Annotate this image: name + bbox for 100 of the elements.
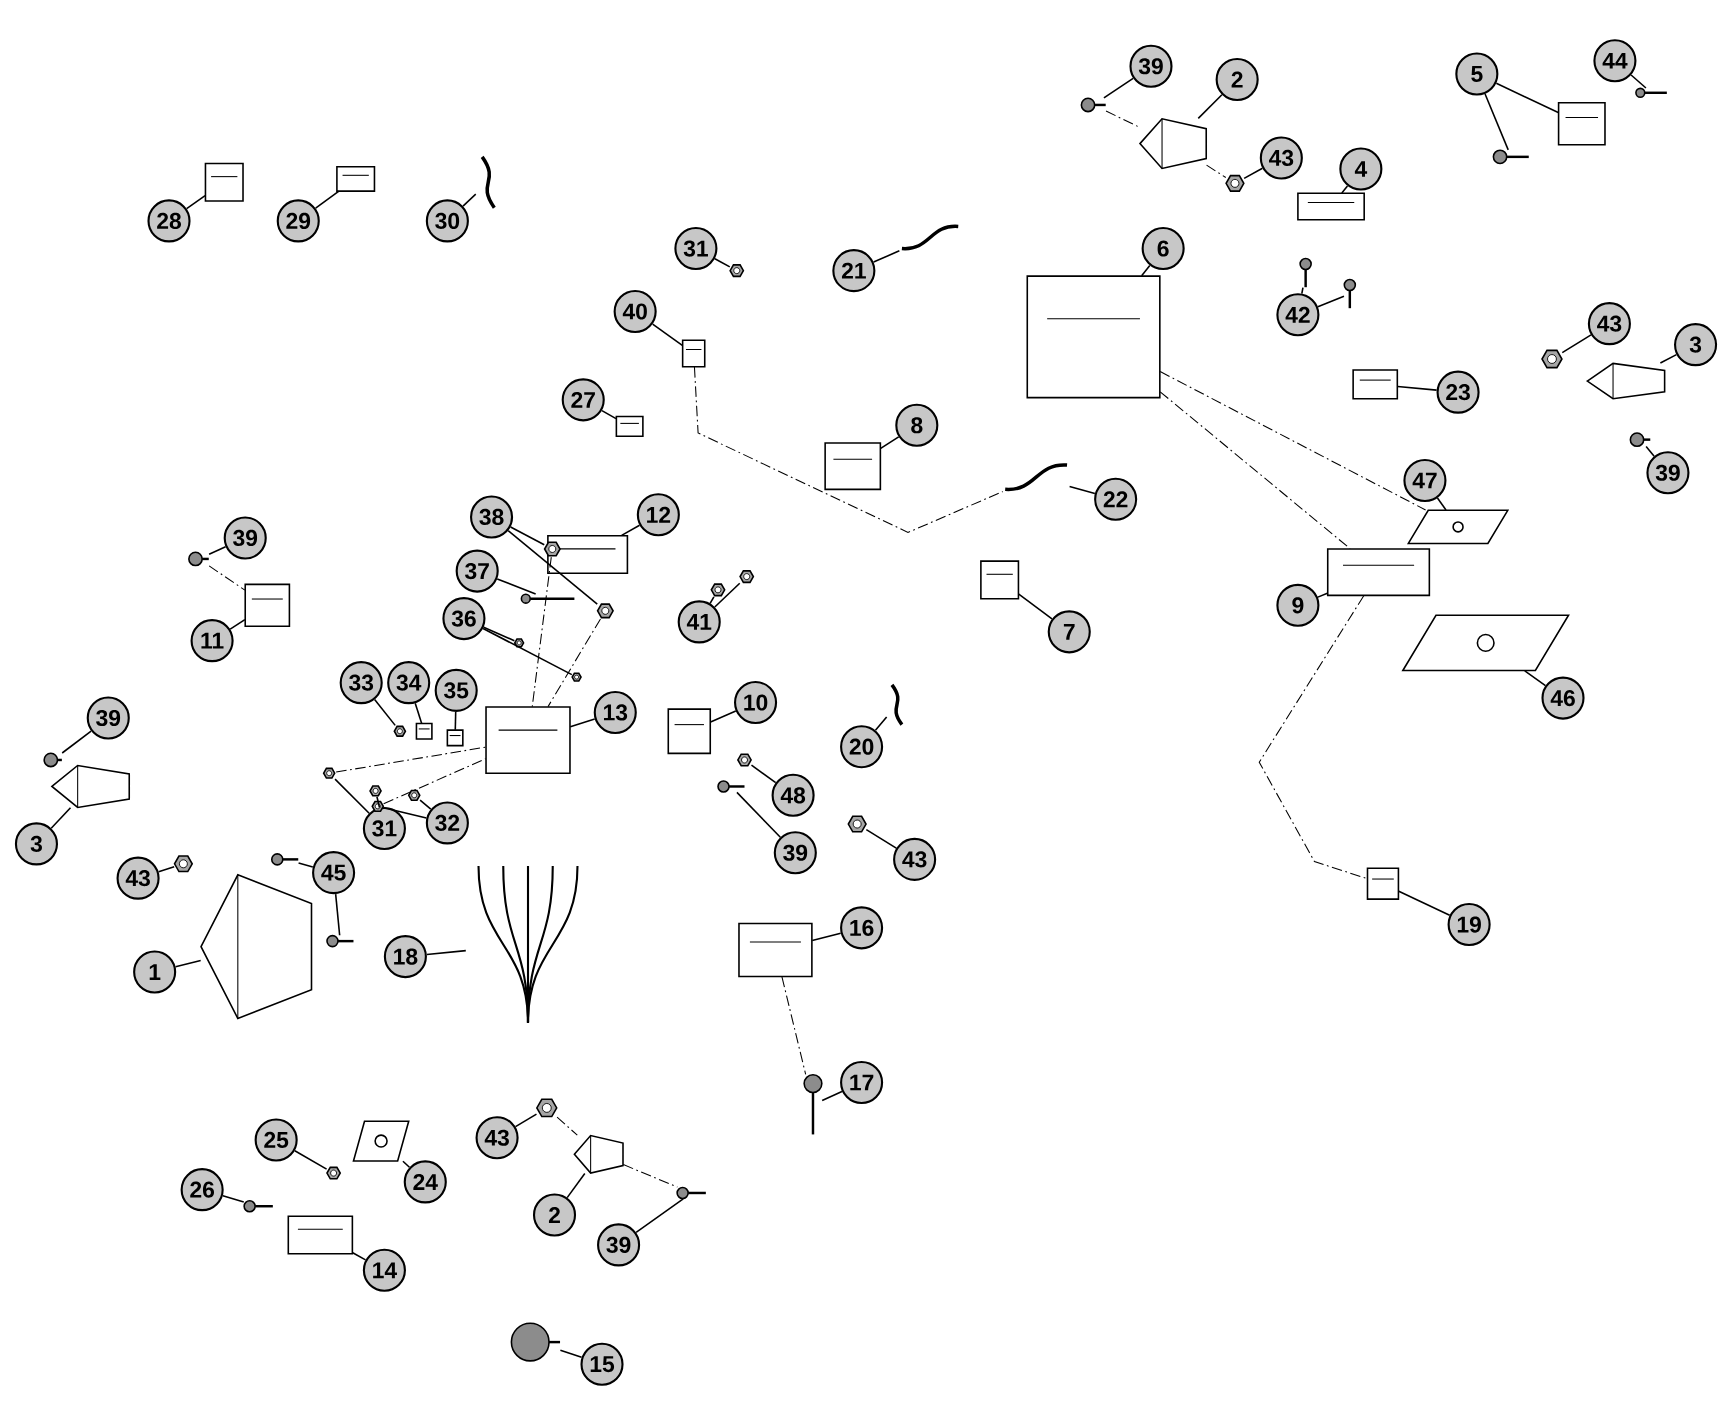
- leader-line: [50, 806, 72, 829]
- callout-number: 3: [1674, 322, 1718, 366]
- callout-number: 29: [276, 199, 320, 243]
- callout-number: 26: [180, 1167, 224, 1211]
- leader-line: [419, 799, 432, 810]
- leader-line: [865, 828, 898, 849]
- callout-number: 25: [254, 1118, 298, 1162]
- part-drawing: [901, 224, 959, 251]
- part-drawing: [980, 560, 1020, 600]
- leader-line: [874, 715, 888, 731]
- part-drawing: [615, 415, 644, 437]
- leader-line: [382, 806, 428, 819]
- callout-number: 16: [840, 906, 884, 950]
- callout-number: 44: [1593, 39, 1637, 83]
- leader-line: [709, 595, 715, 604]
- part-drawing: [326, 934, 354, 948]
- leader-line: [351, 1251, 367, 1261]
- leader-line: [507, 529, 599, 605]
- callout-number: 2: [532, 1193, 577, 1237]
- leader-line: [1317, 295, 1345, 308]
- leader-line: [1103, 77, 1134, 99]
- part-drawing: [1635, 87, 1667, 98]
- part-drawing: [1026, 275, 1161, 399]
- callout-number: 2: [1215, 57, 1259, 101]
- callout-number: 19: [1447, 902, 1491, 946]
- leader-line: [1317, 592, 1329, 598]
- callout-number: 43: [475, 1115, 519, 1160]
- part-drawing: [890, 683, 904, 726]
- leader-line: [635, 1197, 684, 1233]
- part-drawing: [336, 165, 376, 192]
- callout-number: 45: [312, 850, 356, 894]
- part-drawing: [446, 729, 464, 747]
- callout-number: 42: [1276, 293, 1320, 337]
- part-drawing: [520, 593, 575, 604]
- assembly-line: [1105, 110, 1141, 128]
- callout-number: 39: [773, 831, 817, 875]
- leader-line: [736, 791, 782, 838]
- part-drawing: [547, 534, 629, 574]
- callout-number: 36: [442, 596, 486, 640]
- leader-line: [514, 1113, 538, 1128]
- callout-number: 30: [425, 199, 469, 243]
- assembly-line: [622, 1163, 678, 1188]
- part-drawing: [676, 1186, 706, 1200]
- callout-number: 32: [425, 801, 469, 845]
- leader-line: [1484, 92, 1509, 151]
- part-drawing: [1225, 174, 1245, 192]
- callout-number: 7: [1047, 610, 1091, 654]
- leader-line: [709, 710, 737, 723]
- part-drawing: [1541, 349, 1563, 369]
- part-drawing: [1557, 101, 1606, 146]
- callout-number: 39: [223, 516, 267, 560]
- leader-line: [620, 524, 641, 536]
- leader-line: [426, 949, 467, 956]
- part-drawing: [1492, 149, 1529, 165]
- assembly-line: [556, 1116, 578, 1136]
- leader-line: [714, 257, 731, 268]
- callout-number: 3: [14, 822, 58, 866]
- assembly-line: [208, 565, 246, 591]
- leader-line: [496, 577, 537, 595]
- part-drawing: [543, 541, 561, 557]
- leader-line: [157, 865, 175, 873]
- leader-line: [208, 545, 227, 555]
- leader-line: [294, 1149, 328, 1170]
- callout-number: 43: [893, 837, 937, 881]
- part-drawing: [510, 1322, 561, 1362]
- leader-line: [1197, 93, 1223, 119]
- callout-number: 39: [597, 1223, 641, 1267]
- part-drawing: [573, 1134, 624, 1174]
- leader-line: [373, 698, 396, 726]
- leader-line: [872, 249, 901, 263]
- part-drawing: [1299, 257, 1312, 287]
- part-drawing: [480, 155, 496, 209]
- leader-line: [601, 409, 617, 420]
- part-drawing: [717, 779, 745, 793]
- part-drawing: [535, 1098, 558, 1118]
- callout-number: 23: [1436, 370, 1480, 414]
- leader-line: [314, 190, 340, 209]
- callout-number: 31: [674, 226, 718, 270]
- leader-line: [402, 1160, 411, 1168]
- part-drawing: [477, 865, 579, 1023]
- assembly-line: [1159, 370, 1427, 511]
- assembly-line: [693, 366, 1004, 533]
- callout-number: 39: [1129, 44, 1173, 88]
- callout-number: 12: [636, 492, 680, 537]
- callout-number: 5: [1455, 52, 1499, 96]
- assembly-line: [1258, 595, 1368, 879]
- part-drawing: [188, 551, 209, 567]
- callout-number: 1: [133, 950, 177, 994]
- callout-number: 17: [840, 1060, 884, 1104]
- callout-number: 33: [339, 660, 383, 704]
- part-drawing: [1343, 278, 1357, 308]
- leader-line: [482, 626, 516, 642]
- callout-number: 48: [771, 773, 815, 817]
- callout-number: 13: [593, 690, 637, 734]
- leader-line: [174, 959, 202, 968]
- callout-number: 22: [1094, 477, 1138, 521]
- callout-number: 27: [561, 378, 605, 422]
- assembly-line: [1206, 164, 1227, 178]
- part-drawing: [352, 1120, 410, 1162]
- leader-line: [462, 193, 477, 207]
